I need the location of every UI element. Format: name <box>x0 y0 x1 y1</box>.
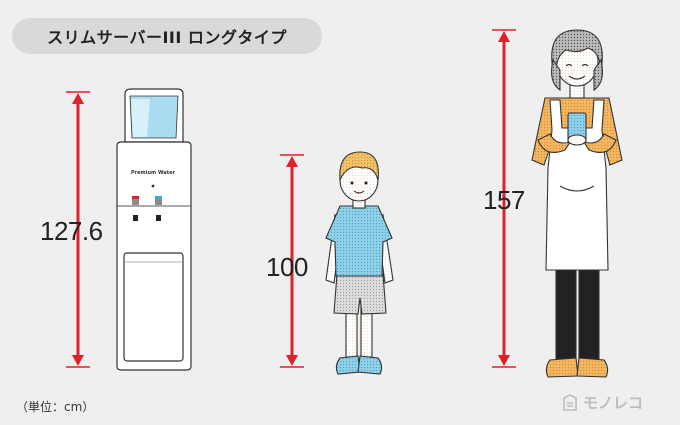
logo-text: モノレコ <box>583 394 644 412</box>
server-height-label: 127.6 <box>40 216 103 246</box>
water-server <box>116 88 192 371</box>
woman-figure <box>531 29 623 378</box>
server-height-arrow <box>66 91 90 368</box>
child-figure <box>325 151 394 375</box>
child-height-arrow <box>280 154 304 368</box>
unit-note: （単位：cm） <box>16 400 95 414</box>
server-brand-text: Premium Water <box>131 170 175 176</box>
woman-height-label: 157 <box>483 185 525 215</box>
child-height-label: 100 <box>266 252 308 282</box>
monoreco-logo-icon <box>563 393 577 411</box>
woman-height-arrow <box>492 29 516 368</box>
page-title: スリムサーバーIII ロングタイプ <box>12 18 322 54</box>
monoreco-logo: モノレコ <box>562 392 643 413</box>
